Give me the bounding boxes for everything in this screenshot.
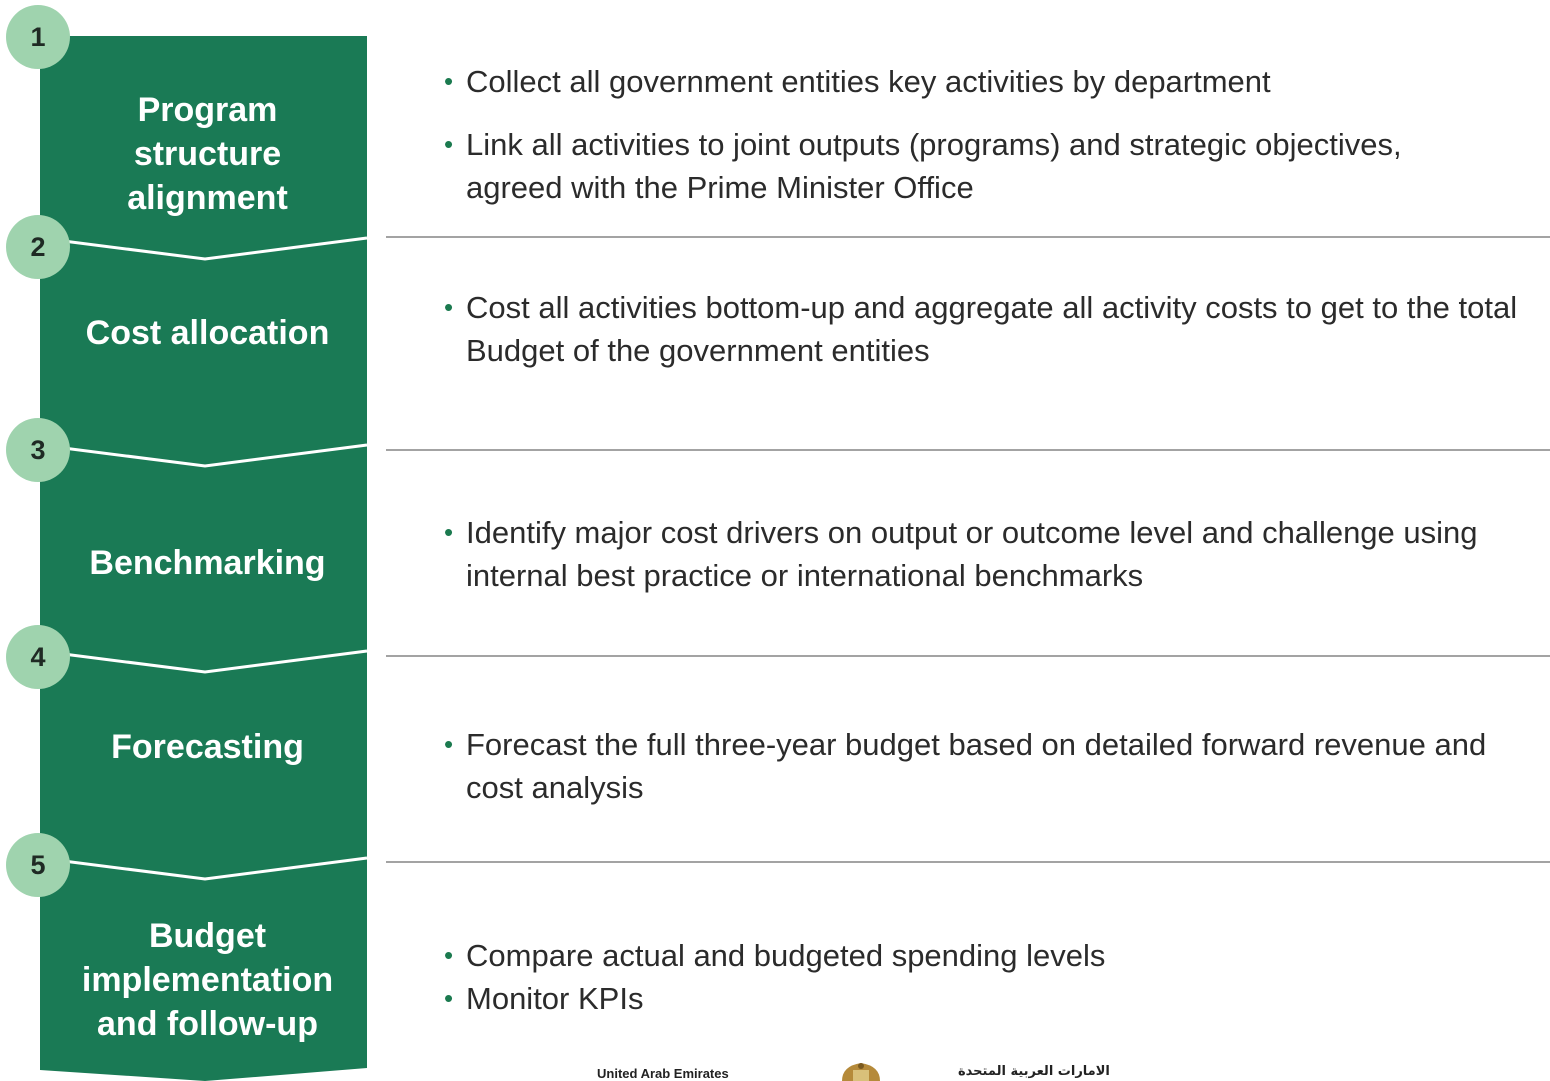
row-divider-2 <box>386 449 1550 451</box>
uae-emblem-icon <box>842 1063 880 1081</box>
list-item: •Cost all activities bottom-up and aggre… <box>444 286 1550 372</box>
row-divider-1 <box>386 236 1550 238</box>
chevron-separator-2-3 <box>39 443 368 468</box>
bullet-icon: • <box>444 940 454 970</box>
step-4-label: Forecasting <box>111 728 304 766</box>
step-4-number-badge: 4 <box>6 625 70 689</box>
chevron-separator-3-4 <box>39 649 368 674</box>
step-3-number-badge: 3 <box>6 418 70 482</box>
step-2-description: •Cost all activities bottom-up and aggre… <box>444 286 1550 372</box>
step-5-description: •Compare actual and budgeted spending le… <box>444 934 1550 1020</box>
step-5-number-badge: 5 <box>6 833 70 897</box>
list-item: •Collect all government entities key act… <box>444 60 1550 103</box>
step-2-label: Cost allocation <box>85 314 330 352</box>
chevron-separator-1-2 <box>39 236 368 261</box>
bullet-icon: • <box>444 983 454 1013</box>
step-4-description: •Forecast the full three-year budget bas… <box>444 723 1550 809</box>
footer-arabic-name: الامارات العربية المتحدة <box>958 1064 1110 1079</box>
row-divider-3 <box>386 655 1550 657</box>
list-item: •Forecast the full three-year budget bas… <box>444 723 1550 809</box>
bullet-icon: • <box>444 129 454 159</box>
bullet-icon: • <box>444 66 454 96</box>
list-item: •Compare actual and budgeted spending le… <box>444 934 1550 977</box>
chevron-background <box>40 36 367 1081</box>
bullet-icon: • <box>444 729 454 759</box>
footer-english-name: United Arab Emirates <box>597 1066 729 1081</box>
step-5-label: Budget implementation and follow-up <box>81 917 334 1043</box>
list-item: •Monitor KPIs <box>444 977 1550 1020</box>
step-3-label: Benchmarking <box>89 544 326 582</box>
list-item: •Identify major cost drivers on output o… <box>444 511 1550 597</box>
bullet-icon: • <box>444 517 454 547</box>
step-3-description: •Identify major cost drivers on output o… <box>444 511 1550 597</box>
list-item: •Link all activities to joint outputs (p… <box>444 123 1550 209</box>
step-1-number-badge: 1 <box>6 5 70 69</box>
chevron-separator-4-5 <box>39 856 368 881</box>
step-1-description: •Collect all government entities key act… <box>444 60 1550 209</box>
row-divider-4 <box>386 861 1550 863</box>
bullet-icon: • <box>444 292 454 322</box>
step-2-number-badge: 2 <box>6 215 70 279</box>
step-1-label: Program structure alignment <box>127 91 288 217</box>
